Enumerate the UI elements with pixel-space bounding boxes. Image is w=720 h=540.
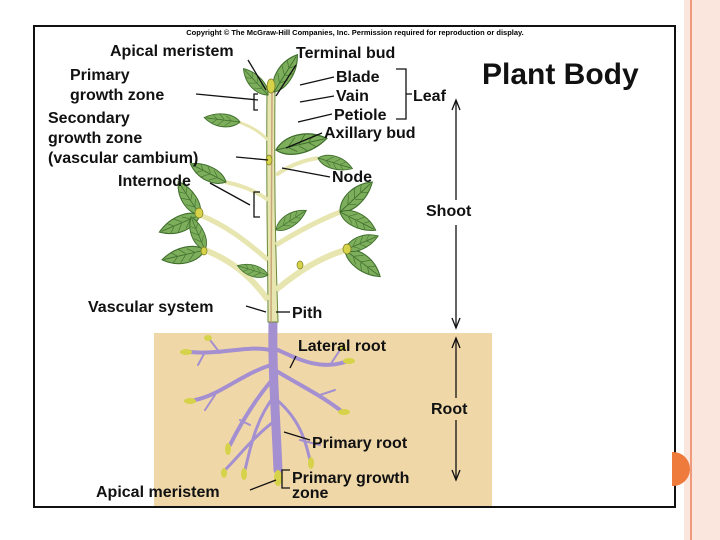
- label-axillary-bud: Axillary bud: [324, 125, 416, 142]
- stem: [199, 89, 346, 323]
- label-pith: Pith: [292, 305, 322, 322]
- label-node: Node: [332, 169, 372, 186]
- labels: Apical meristem Terminal bud Primary gro…: [48, 43, 472, 502]
- label-primary-growth-zone-root-line1: Primary growth: [292, 470, 409, 487]
- label-secondary-growth-line1: Secondary: [48, 110, 130, 127]
- copyright-notice: Copyright © The McGraw-Hill Companies, I…: [186, 28, 524, 37]
- leader-lines: [195, 59, 461, 491]
- label-apical-meristem-bottom: Apical meristem: [96, 484, 220, 501]
- label-vascular-system: Vascular system: [88, 299, 213, 316]
- page-title: Plant Body: [482, 58, 639, 91]
- soil: [154, 333, 492, 506]
- label-secondary-growth-line3: (vascular cambium): [48, 150, 198, 167]
- label-primary-growth-zone-line2: growth zone: [70, 87, 164, 104]
- label-primary-growth-zone-root-line2: zone: [292, 485, 329, 502]
- label-secondary-growth-line2: growth zone: [48, 130, 142, 147]
- label-internode: Internode: [118, 173, 191, 190]
- label-shoot: Shoot: [426, 203, 472, 220]
- root-system: [188, 317, 347, 475]
- label-primary-growth-zone-line1: Primary: [70, 67, 130, 84]
- label-lateral-root: Lateral root: [298, 338, 387, 355]
- label-primary-root: Primary root: [312, 435, 408, 452]
- label-root: Root: [431, 401, 468, 418]
- root-tips: [180, 335, 355, 486]
- label-blade: Blade: [336, 69, 380, 86]
- label-leaf: Leaf: [413, 88, 447, 105]
- buds: [194, 78, 352, 270]
- label-apical-meristem-top: Apical meristem: [110, 43, 234, 60]
- label-petiole: Petiole: [334, 107, 387, 124]
- label-vain: Vain: [336, 88, 369, 105]
- side-stripe-line: [690, 0, 692, 540]
- label-terminal-bud: Terminal bud: [296, 45, 395, 62]
- slide-accent-tab: [672, 452, 690, 486]
